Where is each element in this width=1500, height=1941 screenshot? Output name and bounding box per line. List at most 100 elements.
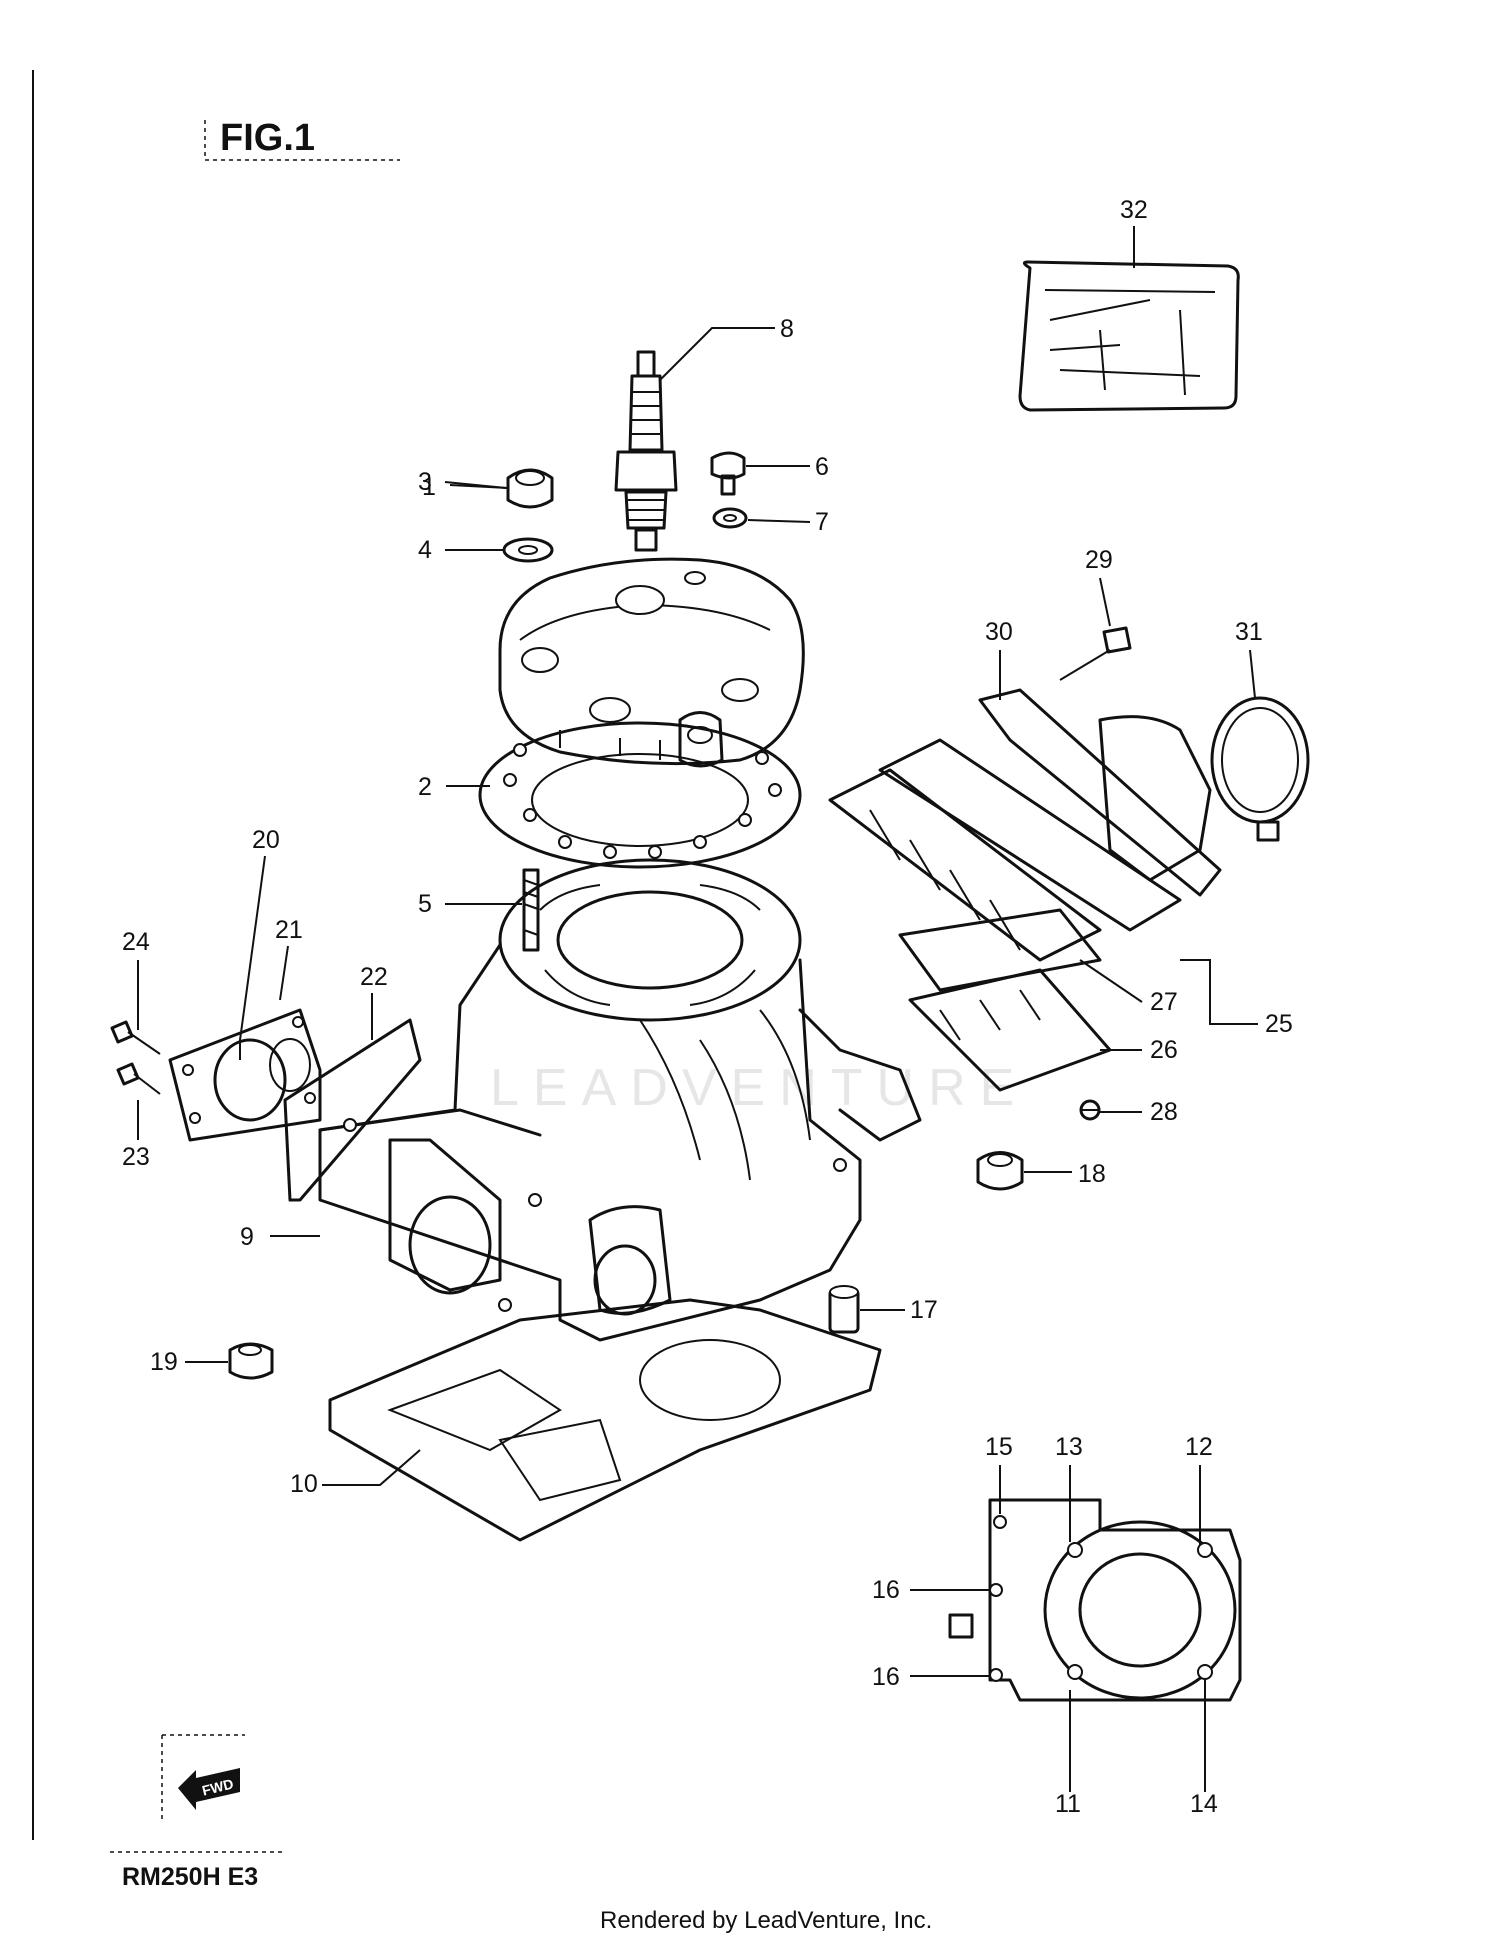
gasket-set-bag (1018, 260, 1240, 412)
callout-9: 9 (240, 1223, 320, 1251)
callout-number: 22 (360, 963, 388, 991)
leader-line (444, 481, 507, 489)
callout-23: 23 (122, 1100, 150, 1171)
callout-32: 32 (1120, 196, 1148, 268)
callout-3: 3 (418, 468, 507, 496)
callout-number: 17 (910, 1296, 938, 1324)
model-label: RM250H E3 (110, 1851, 285, 1891)
bolt-29 (1059, 626, 1132, 681)
callout-number: 16 (872, 1576, 900, 1604)
callout-number: 4 (418, 536, 432, 564)
washer-7 (712, 507, 748, 529)
callout-layer: 1234567891011121314151616171819202122232… (122, 196, 1293, 1818)
callout-10: 10 (290, 1449, 421, 1498)
intake-boot (1098, 715, 1212, 882)
callout-5: 5 (418, 890, 522, 918)
callout-30: 30 (985, 618, 1013, 700)
figure-title: FIG.1 (220, 117, 315, 159)
leader-line (279, 945, 289, 1001)
callout-number: 10 (290, 1470, 318, 1498)
intake-gasket (978, 688, 1222, 897)
leader-line (239, 855, 266, 1060)
bolt-24 (110, 1020, 161, 1055)
callout-number: 31 (1235, 618, 1263, 646)
leader-line (1249, 649, 1256, 699)
callout-21: 21 (275, 916, 303, 1001)
callout-14: 14 (1190, 1680, 1218, 1818)
callout-16: 16 (872, 1663, 990, 1691)
callout-number: 15 (985, 1433, 1013, 1461)
callout-number: 29 (1085, 546, 1113, 574)
callout-number: 13 (1055, 1433, 1083, 1461)
callout-number: 32 (1120, 196, 1148, 224)
callout-6: 6 (746, 453, 829, 481)
nut-18 (976, 1151, 1024, 1191)
screw-28 (1079, 1099, 1101, 1121)
callout-number: 8 (780, 315, 794, 343)
bolt-23 (116, 1062, 161, 1095)
callout-7: 7 (747, 508, 829, 536)
render-credit: Rendered by LeadVenture, Inc. (600, 1907, 932, 1934)
callout-number: 18 (1078, 1160, 1106, 1188)
callout-13: 13 (1055, 1433, 1083, 1542)
watermark: LEADVENTURE (490, 1059, 1028, 1117)
nut-3 (506, 468, 554, 509)
head-gasket (478, 721, 802, 869)
callout-number: 3 (418, 468, 432, 496)
callout-number: 11 (1055, 1790, 1081, 1818)
callout-12: 12 (1185, 1433, 1213, 1545)
model-code: RM250H E3 (122, 1863, 258, 1891)
callout-8: 8 (659, 315, 794, 381)
callout-number: 25 (1265, 1010, 1293, 1038)
callout-4: 4 (418, 536, 504, 564)
leader-line (1079, 959, 1143, 1003)
callout-number: 12 (1185, 1433, 1213, 1461)
callout-number: 24 (122, 928, 150, 956)
callout-number: 16 (872, 1663, 900, 1691)
callout-number: 5 (418, 890, 432, 918)
washer-4 (502, 537, 554, 563)
nut-19 (228, 1342, 274, 1380)
leader-line (1180, 959, 1258, 1025)
callout-number: 26 (1150, 1036, 1178, 1064)
callout-number: 30 (985, 618, 1013, 646)
callout-number: 9 (240, 1223, 254, 1251)
callout-15: 15 (985, 1433, 1013, 1514)
callout-28: 28 (1100, 1098, 1178, 1126)
clamp (1210, 696, 1310, 842)
callout-number: 14 (1190, 1790, 1218, 1818)
callout-24: 24 (122, 928, 150, 1030)
callout-number: 28 (1150, 1098, 1178, 1126)
stud-bolt (522, 868, 540, 952)
callout-11: 11 (1055, 1690, 1081, 1818)
callout-number: 7 (815, 508, 829, 536)
cylinder-top-view (948, 1498, 1242, 1702)
figure-title-box: FIG.1 (204, 117, 400, 161)
callout-number: 27 (1150, 988, 1178, 1016)
callout-20: 20 (239, 826, 280, 1060)
callout-16: 16 (872, 1576, 990, 1604)
callout-31: 31 (1235, 618, 1263, 699)
leader-line (322, 1449, 421, 1486)
fwd-direction-badge: FWD (161, 1734, 245, 1820)
callout-29: 29 (1085, 546, 1113, 627)
fwd-label: FWD (200, 1775, 235, 1798)
callout-number: 23 (122, 1143, 150, 1171)
callout-18: 18 (1024, 1160, 1106, 1188)
callout-number: 21 (275, 916, 303, 944)
callout-number: 6 (815, 453, 829, 481)
callout-19: 19 (150, 1348, 228, 1376)
spark-plug (614, 350, 678, 552)
cylinder-base-gasket (328, 1298, 882, 1542)
callout-27: 27 (1079, 959, 1178, 1016)
callout-17: 17 (860, 1296, 938, 1324)
leader-line (1099, 577, 1111, 627)
callout-22: 22 (360, 963, 388, 1040)
leader-line (659, 327, 775, 381)
callout-26: 26 (1100, 1036, 1178, 1064)
callout-number: 20 (252, 826, 280, 854)
dowel-pin (828, 1285, 860, 1334)
cylinder-head (498, 557, 805, 768)
leader-line (747, 519, 811, 523)
